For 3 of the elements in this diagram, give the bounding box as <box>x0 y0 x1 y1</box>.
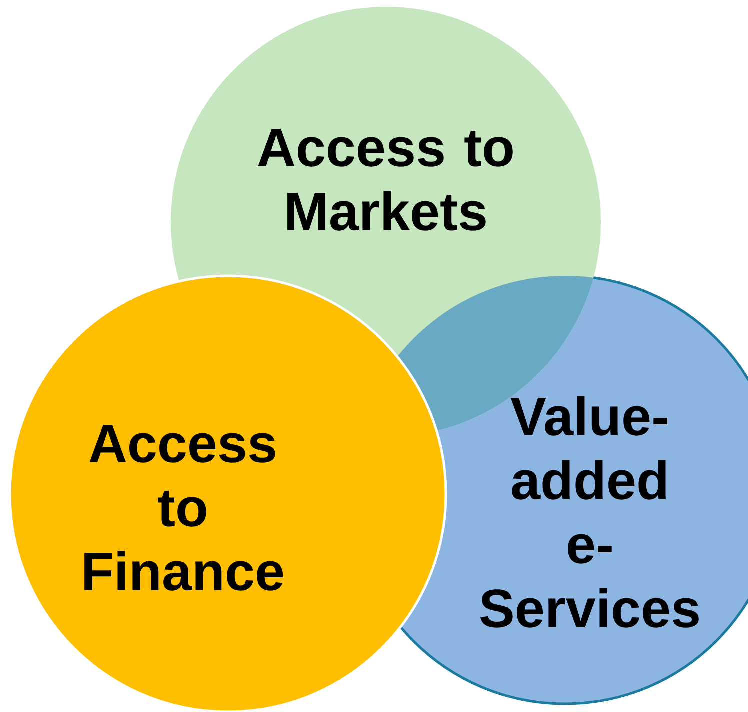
circle-label: Access to Markets <box>258 129 513 231</box>
circle-label: Value-added e-Services <box>480 396 699 628</box>
circle-label: Access to Finance <box>84 425 284 591</box>
